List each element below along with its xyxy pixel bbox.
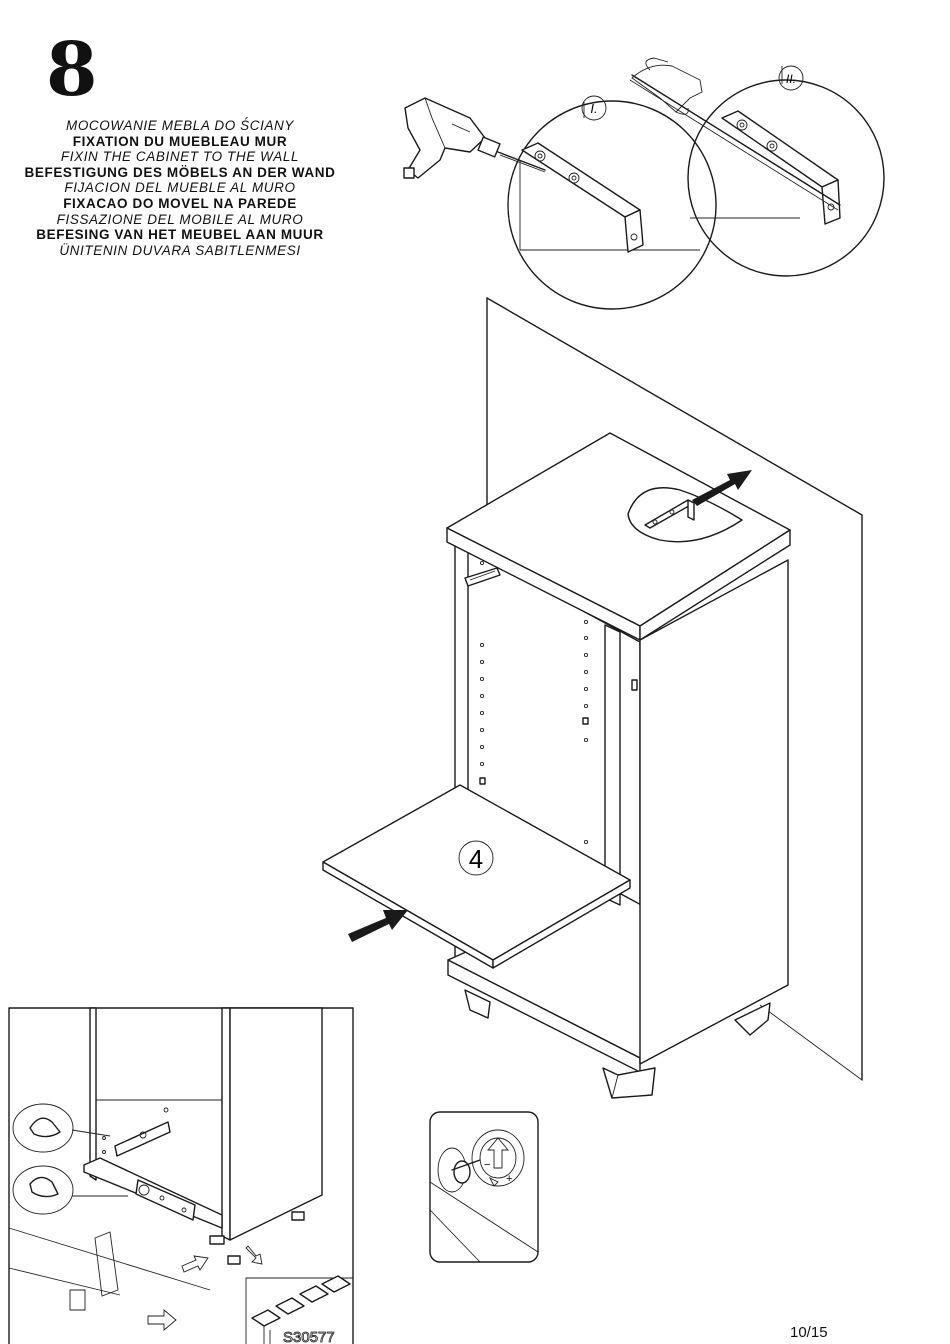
corner-code: S30577 (283, 1329, 335, 1344)
title-tr: ÜNITENIN DUVARA SABITLENMESI (59, 242, 301, 258)
instruction-titles: MOCOWANIE MEBLA DO ŚCIANY FIXATION DU MU… (14, 118, 346, 258)
detail-label-1: I. (590, 101, 597, 116)
title-nl: BEFESING VAN HET MEUBEL AAN MUUR (36, 227, 324, 243)
title-es: FIJACION DEL MUEBLE AL MURO (64, 180, 296, 196)
page-number: 10/15 (790, 1324, 828, 1341)
cam-lock-inset: − + (429, 1111, 539, 1263)
title-pt: FIXACAO DO MOVEL NA PAREDE (63, 195, 297, 211)
leveling-inset: S30577 (8, 1007, 354, 1344)
cabinet (446, 432, 791, 1099)
title-fr: FIXATION DU MUEBLEAU MUR (72, 133, 288, 149)
cam-lock-icon: − + (437, 1129, 525, 1193)
lock-minus-symbol: − (484, 1159, 490, 1171)
part-label-4: 4 (469, 844, 483, 874)
title-de: BEFESTIGUNG DES MÖBELS AN DER WAND (24, 164, 336, 180)
detail-label-2: II. (786, 72, 796, 86)
lock-plus-symbol: + (506, 1173, 512, 1185)
detail-circle-2: II. (687, 65, 885, 277)
detail-circle-1: I. (507, 95, 717, 310)
title-it: FISSAZIONE DEL MOBILE AL MURO (56, 211, 304, 227)
title-en: FIXIN THE CABINET TO THE WALL (60, 149, 300, 165)
level-icon (114, 1121, 196, 1221)
shelf-part-4: 4 (322, 784, 631, 969)
drill-icon (403, 97, 546, 179)
hand-icon (629, 57, 841, 211)
title-pl: MOCOWANIE MEBLA DO ŚCIANY (65, 118, 295, 133)
step-number: 8 (46, 27, 98, 113)
arrow-icon (348, 470, 752, 942)
